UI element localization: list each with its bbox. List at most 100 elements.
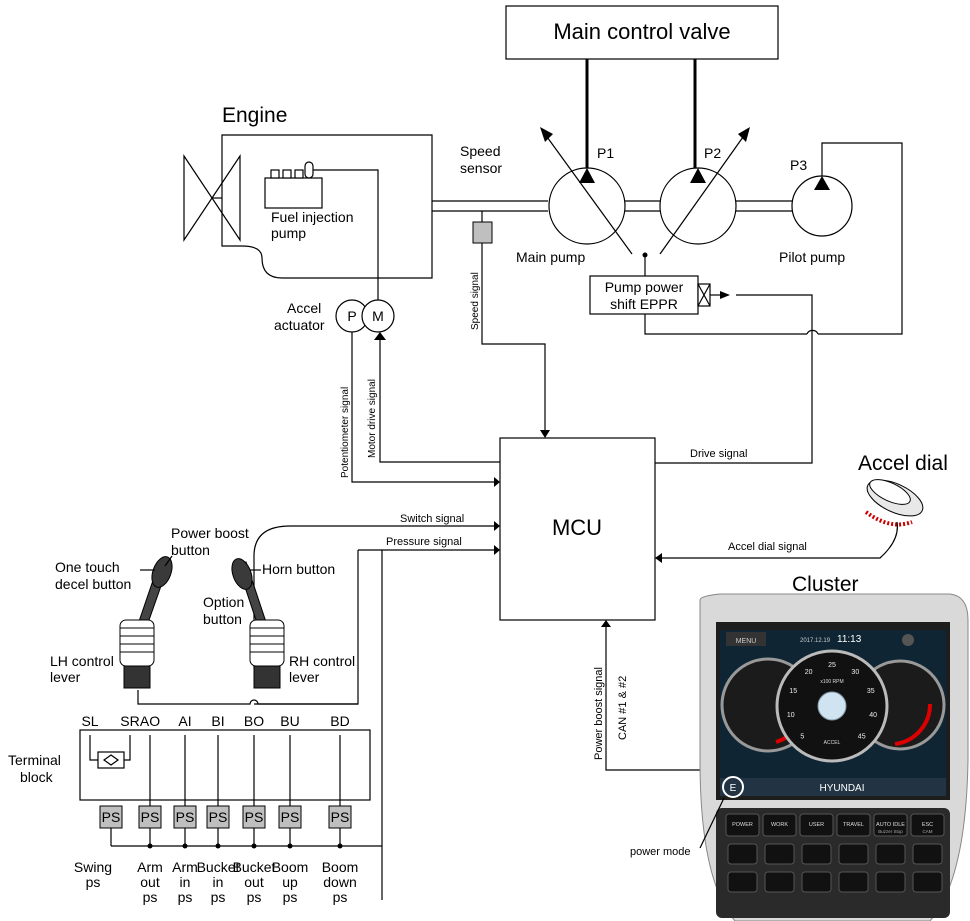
power-mode-indicator[interactable] — [722, 776, 744, 798]
p2-label: P2 — [704, 145, 721, 161]
cluster-function-key[interactable] — [801, 871, 832, 893]
cluster-function-key[interactable] — [727, 843, 758, 865]
speed-signal-line — [481, 243, 546, 432]
ps-name: ps — [178, 889, 193, 905]
main-control-valve-label: Main control valve — [553, 19, 730, 44]
accel-dial-signal-label: Accel dial signal — [728, 541, 807, 553]
cluster-function-key[interactable] — [764, 871, 795, 893]
pilot-line — [818, 142, 903, 335]
power-boost-button-label-2: button — [171, 542, 210, 558]
eppr-return — [644, 314, 807, 335]
eppr-arrow — [720, 291, 730, 299]
cluster-function-key[interactable] — [801, 843, 832, 865]
cluster-function-key[interactable] — [764, 843, 795, 865]
cluster-menu-label: MENU — [736, 638, 757, 645]
rpm-tick-label: 10 — [787, 712, 795, 719]
speed-signal-arrow — [540, 430, 550, 438]
ps-name: ps — [333, 889, 348, 905]
cluster-button-auto-idle[interactable] — [873, 813, 908, 837]
option-button-label-1: Option — [203, 594, 244, 610]
cluster-button-label: ESC — [922, 822, 933, 828]
leader — [164, 555, 173, 567]
p3-arrow — [814, 176, 830, 190]
p2-variable-head — [738, 127, 750, 142]
ps-label: PS — [102, 809, 121, 825]
potentiometer-line — [351, 332, 494, 483]
accel-readout: ACCEL — [824, 740, 841, 746]
accel-dial-line — [662, 521, 898, 559]
cluster-function-key[interactable] — [838, 843, 869, 865]
cluster-button-sublabel: Buzzer Stop — [878, 829, 903, 834]
power-boost-arrow — [601, 620, 611, 627]
cluster-button-esc[interactable] — [910, 813, 945, 837]
pressure-signal-label: Pressure signal — [386, 536, 462, 548]
power-boost-line — [605, 626, 700, 771]
cluster-function-key[interactable] — [727, 871, 758, 893]
pressure-signal-arrow — [494, 545, 500, 555]
rpm-tick-label: 35 — [867, 688, 875, 695]
terminal-bu: BU — [280, 713, 299, 729]
cluster-function-key[interactable] — [912, 871, 943, 893]
accel-actuator-label-1: Accel — [287, 300, 321, 316]
cluster-function-key[interactable] — [875, 843, 906, 865]
cluster-function-key[interactable] — [875, 871, 906, 893]
terminal-block-label-1: Terminal — [8, 752, 61, 768]
cluster-button-travel[interactable] — [836, 813, 871, 837]
cluster-time: 11:13 — [837, 634, 862, 645]
terminal-sr: SR — [120, 713, 139, 729]
cluster-button-power[interactable] — [725, 813, 760, 837]
can-label: CAN #1 & #2 — [617, 676, 629, 740]
potentiometer-label: Potentiometer signal — [340, 387, 351, 478]
cluster-button-work[interactable] — [762, 813, 797, 837]
cluster-function-key[interactable] — [838, 871, 869, 893]
rpm-tick-label: 20 — [805, 669, 813, 676]
cluster-button-label: WORK — [771, 822, 788, 828]
cluster-button-label: TRAVEL — [843, 822, 864, 828]
p2-arrow — [690, 168, 706, 183]
motor-drive-label: Motor drive signal — [367, 379, 378, 458]
ps-name: out — [140, 874, 160, 890]
terminal-sl: SL — [81, 713, 98, 729]
switch-signal-line — [253, 525, 494, 668]
engine-label: Engine — [222, 104, 287, 127]
terminal-ao: AO — [140, 713, 160, 729]
rpm-tick-label: 40 — [869, 712, 877, 719]
actuator-motor — [361, 299, 395, 333]
terminal-block-label-2: block — [20, 769, 54, 785]
cluster-menu-key[interactable] — [726, 632, 766, 646]
ps-label: PS — [281, 809, 300, 825]
p1-arrow — [579, 168, 595, 183]
power-mode-e: E — [730, 783, 737, 794]
ps-name: in — [213, 874, 224, 890]
ps-name: ps — [86, 874, 101, 890]
p2-variable-arrow — [659, 129, 749, 255]
terminal-ai: AI — [178, 713, 191, 729]
ps-name: Bucket — [197, 859, 240, 875]
actuator-p-label: P — [347, 308, 356, 324]
cluster-button-user[interactable] — [799, 813, 834, 837]
accel-dial-label: Accel dial — [858, 452, 948, 475]
cluster-button-label: AUTO IDLE — [876, 822, 905, 828]
rh-lever-label-2: lever — [289, 669, 320, 685]
main-pump-label: Main pump — [516, 249, 585, 265]
rpm-tick-label: 15 — [789, 688, 797, 695]
brand-label: HYUNDAI — [819, 783, 864, 794]
ps-name: Arm — [137, 859, 163, 875]
ps-name: ps — [247, 889, 262, 905]
fuel-injector — [294, 169, 304, 179]
power-boost-button-label-1: Power boost — [171, 525, 249, 541]
cluster-function-key[interactable] — [912, 843, 943, 865]
fuel-lever — [304, 161, 314, 179]
terminal-bi: BI — [211, 713, 224, 729]
ps-label: PS — [245, 809, 264, 825]
accel-dial-top — [869, 479, 911, 505]
one-touch-label-1: One touch — [55, 559, 120, 575]
ps-name: Boom — [322, 859, 359, 875]
cluster-button-label: USER — [809, 822, 824, 828]
terminal-block-box — [79, 729, 371, 801]
rpm-tick-label: 25 — [828, 662, 836, 669]
